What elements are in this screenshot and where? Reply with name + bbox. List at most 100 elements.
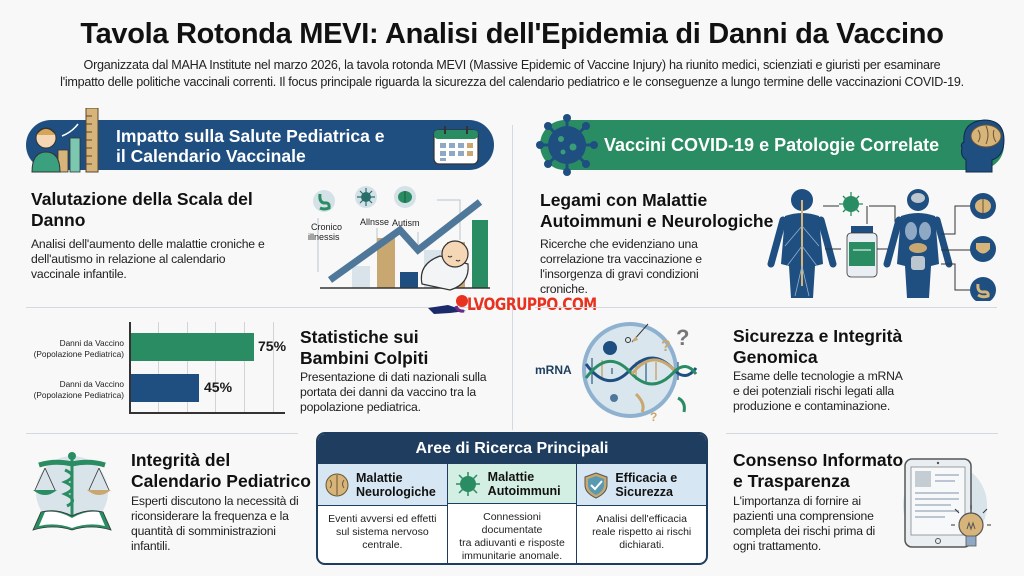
- title-line: Malattie: [487, 469, 535, 484]
- title-line: Genomica: [733, 347, 818, 367]
- section-body-autoimmune-links: Ricerche che evidenziano una correlazion…: [540, 237, 702, 297]
- banner-title-line: Impatto sulla Salute Pediatrica e: [116, 126, 385, 146]
- brain-icon: [394, 186, 416, 208]
- bar-label-line: Danni da Vaccino: [59, 379, 124, 389]
- body-line: Presentazione di dati nazionali sulla: [300, 370, 487, 384]
- bar-label: Danni da Vaccino (Popolazione Pediatrica…: [4, 379, 124, 401]
- body-line: dichiarati.: [619, 539, 665, 551]
- body-line: popolazione pediatrica.: [300, 400, 421, 414]
- label-cronico: Cronico: [311, 222, 342, 232]
- body-line: Analisi dell'efficacia: [596, 513, 687, 525]
- section-title-calendar-integrity: Integrità del Calendario Pediatrico: [131, 450, 311, 492]
- section-body-genomic-safety: Esame delle tecnologie a mRNA e dei pote…: [733, 369, 903, 414]
- section-title-harm-scale: Valutazione della Scala del Danno: [31, 189, 253, 231]
- brain-icon: [970, 193, 996, 219]
- mrna-label: mRNA: [535, 363, 572, 377]
- section-divider: [26, 433, 298, 434]
- body-line: ogni trattamento.: [733, 539, 822, 553]
- body-line: L'importanza di fornire ai: [733, 494, 861, 508]
- section-body-informed-consent: L'importanza di fornire ai pazienti una …: [733, 494, 875, 554]
- label-allnsse: Allnsse: [360, 217, 389, 227]
- stomach-icon: [970, 277, 996, 301]
- body-line: vaccinale infantile.: [31, 267, 127, 281]
- bar-label-line: (Popolazione Pediatrica): [33, 349, 124, 359]
- calendar-icon: [433, 126, 479, 165]
- section-divider: [535, 307, 997, 308]
- body-systems-illustration: [767, 189, 996, 301]
- intro-text: Organizzata dal MAHA Institute nel marzo…: [20, 57, 1004, 91]
- brain-icon: [325, 473, 349, 496]
- body-line: Ricerche che evidenziano una: [540, 237, 698, 251]
- child-growth-icon: [31, 108, 99, 173]
- title-line: Statistiche sui: [300, 327, 419, 347]
- question-mark-icon: ?: [650, 410, 657, 423]
- body-line: Analisi dell'aumento delle malattie cron…: [31, 237, 265, 251]
- body-line: Esperti discutono la necessità di: [131, 494, 299, 508]
- tablet-document-icon: [903, 458, 991, 548]
- head-brain-icon: [960, 119, 1005, 173]
- section-title-autoimmune-links: Legami con Malattie Autoimmuni e Neurolo…: [540, 190, 773, 232]
- watermark-text: LVOGRUPPO.COM: [467, 295, 597, 315]
- virus-icon: [536, 114, 598, 176]
- bar-75: [131, 333, 254, 361]
- section-divider: [726, 433, 998, 434]
- body-line: Eventi avversi ed effetti: [328, 513, 437, 525]
- body-line: e dei potenziali rischi legati alla: [733, 384, 895, 398]
- section-title-informed-consent: Consenso Informato e Trasparenza: [733, 450, 903, 492]
- pediatric-harm-bar-chart: 75% 45%: [129, 322, 287, 414]
- body-line: infantili.: [131, 539, 171, 553]
- section-body-harm-scale: Analisi dell'aumento delle malattie cron…: [31, 237, 265, 282]
- vaccine-vial-icon: [846, 226, 878, 278]
- bar-45: [131, 374, 199, 402]
- title-line: Legami con Malattie: [540, 190, 708, 210]
- body-line: completa dei rischi prima di: [733, 524, 876, 538]
- watermark-logo-icon: [428, 295, 468, 314]
- virus-icon: [455, 471, 480, 496]
- body-line: tra adiuvanti e risposte: [459, 537, 565, 549]
- body-line: produzione e contaminazione.: [733, 399, 891, 413]
- section-body-stats: Presentazione di dati nazionali sulla po…: [300, 370, 487, 415]
- title-line: e Trasparenza: [733, 471, 850, 491]
- body-line: riconsiderare la frequenza e la: [131, 509, 289, 523]
- body-line: reale rispetto ai rischi: [592, 526, 692, 538]
- section-title-stats: Statistiche sui Bambini Colpiti: [300, 327, 428, 369]
- table-title: Aree di Ricerca Principali: [318, 434, 706, 464]
- banner-title-line: il Calendario Vaccinale: [116, 146, 306, 166]
- body-line: portata dei danni da vaccino tra la: [300, 385, 476, 399]
- body-line: sul sistema nervoso: [335, 526, 429, 538]
- bar-label-line: Danni da Vaccino: [59, 338, 124, 348]
- virus-icon: [839, 192, 863, 216]
- title-line: Valutazione della Scala del: [31, 189, 253, 209]
- body-organs-icon: [883, 189, 953, 298]
- label-illnessis: illnessis: [308, 232, 340, 242]
- body-line: Connessioni documentate: [481, 511, 543, 536]
- intro-line: l'impatto delle politiche vaccinali corr…: [60, 75, 964, 89]
- body-line: croniche.: [540, 282, 588, 296]
- bar-value: 75%: [258, 338, 287, 354]
- column-divider: [512, 125, 513, 430]
- body-line: Esame delle tecnologie a mRNA: [733, 369, 903, 383]
- question-mark-icon: ?: [676, 325, 689, 350]
- body-line: centrale.: [362, 539, 403, 551]
- body-line: l'insorgenza di gravi condizioni: [540, 267, 699, 281]
- bar-label-line: (Popolazione Pediatrica): [33, 390, 124, 400]
- title-line: Danno: [31, 210, 86, 230]
- title-line: Malattie: [356, 470, 403, 485]
- section-title-genomic-safety: Sicurezza e Integrità Genomica: [733, 326, 902, 368]
- question-mark-icon: ?: [661, 338, 671, 355]
- baby-icon: [420, 240, 469, 291]
- chronic-illness-trend-illustration: Cronico illnessis Allnsse Autism: [308, 186, 490, 291]
- dna-helix-icon: ? ? ?: [582, 322, 698, 423]
- title-line: Autoimmuni: [487, 483, 561, 498]
- covid-vaccines-banner: Vaccini COVID-19 e Patologie Correlate: [536, 114, 1005, 176]
- page-title: Tavola Rotonda MEVI: Analisi dell'Epidem…: [80, 18, 944, 50]
- bar-value: 45%: [204, 379, 233, 395]
- shield-icon: [970, 236, 996, 262]
- body-line: quantità di somministrazioni: [131, 524, 276, 538]
